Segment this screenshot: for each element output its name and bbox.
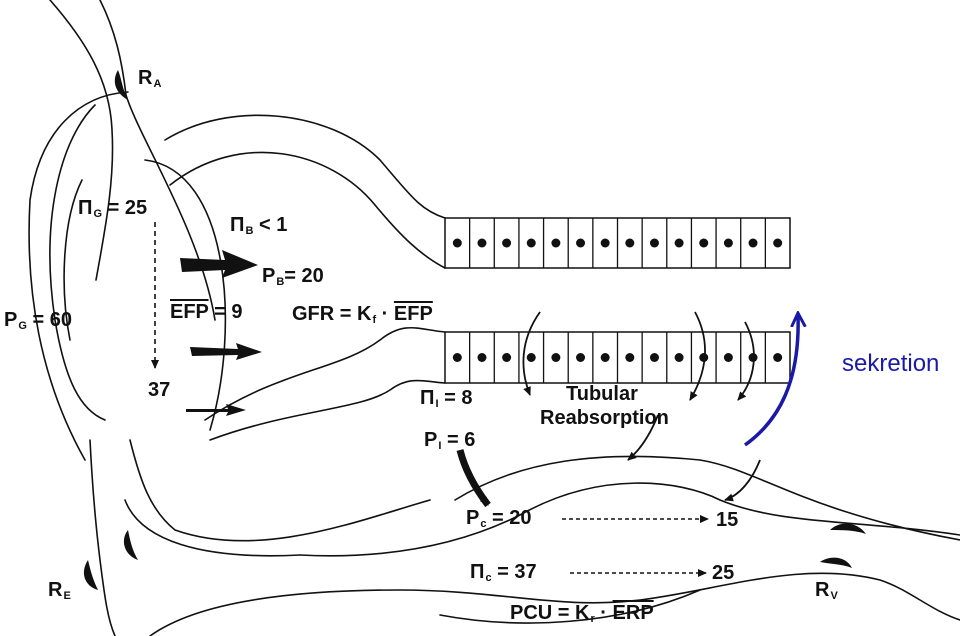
label-pi-c-end: 25 [712,562,735,584]
tubule-bottom-inner [204,326,446,421]
cell-nucleus [674,238,684,248]
cell-nucleus [526,238,536,248]
tubule-bottom-outer [209,379,446,441]
reabsorption-arrow-2 [689,311,706,401]
label-gfr: GFR = Kf · EFP [292,303,433,326]
rv-blob-1 [830,523,866,534]
re-blob-1 [123,530,138,560]
capsule-outer [28,91,129,461]
tubule-top-inner [169,151,446,269]
cell-nucleus [452,238,462,248]
capillary-mid [299,482,960,557]
reabsorption-arrow-5 [724,459,761,502]
efferent-inner [124,499,301,557]
cell-nucleus [600,238,610,248]
label-pi-g: ΠG = 25 [78,197,148,220]
cell-nucleus [699,353,709,362]
cell-nucleus [600,353,610,362]
label-reabsorption: Reabsorption [540,407,669,429]
tubule-cells-top [444,217,791,269]
cell-nucleus [477,353,487,362]
cell-nucleus [649,238,659,248]
label-efp: EFP = 9 [170,301,243,323]
label-tubular: Tubular [566,383,638,405]
cell-nucleus [748,238,758,248]
cell-nucleus [502,353,512,362]
label-ra: RA [138,67,162,90]
capillary-top [454,455,960,541]
pi-thick-arrow [456,449,491,508]
cell-nucleus [576,353,586,362]
ra-blob [114,70,128,100]
cell-nucleus [526,353,536,362]
cell-nucleus [649,353,659,362]
cell-nucleus [452,353,462,362]
re-blob-2 [83,560,98,590]
efferent-wall-right [129,439,431,542]
cell-nucleus [625,353,635,362]
glomerulus-loop-mid [63,179,83,341]
cell-nucleus [477,238,487,248]
afferent-wall-right [99,0,216,321]
rv-blob-2 [820,557,852,568]
cell-nucleus [502,238,512,248]
label-sekretion: sekretion [842,350,940,377]
cell-nucleus [674,353,684,362]
capillary-bottom [149,572,960,636]
label-pcu: PCU = Kr · ERP [510,602,654,625]
cell-nucleus [551,238,561,248]
cell-nucleus [773,238,783,248]
cell-nucleus [699,238,709,248]
cell-nucleus [551,353,561,362]
reabsorption-arrow-3 [737,321,755,401]
cell-nucleus [576,238,586,248]
label-p-b: PB= 20 [262,265,324,288]
label-re: RE [48,579,71,602]
label-p-c-end: 15 [716,509,739,531]
secretion-arrow [743,315,798,447]
reabsorption-arrow-1 [522,311,541,396]
cell-nucleus [723,353,733,362]
reabsorption-arrow-4 [627,414,659,461]
label-pi-b: ΠB < 1 [230,214,288,237]
tubule-cells-bottom [444,331,791,384]
label-pi-i: ΠI = 8 [420,387,473,410]
label-pi-c: Πc = 37 [470,561,537,584]
label-rv: RV [815,579,838,602]
cell-nucleus [625,238,635,248]
filtration-arrows [180,250,262,416]
filtration-arrow-small [186,404,246,416]
filtration-arrow-mid [190,343,262,360]
afferent-wall-left [49,0,114,281]
label-37: 37 [148,379,171,401]
capillary-lower [439,589,701,624]
tubule-top-outer [164,114,446,219]
glomerulus-loop-left [49,104,106,421]
label-p-i: PI = 6 [424,429,476,452]
efferent-wall-left [89,439,116,636]
filtration-arrow-big [180,250,258,278]
label-p-g: PG = 60 [4,309,72,332]
cell-nucleus [723,238,733,248]
cell-nucleus [773,353,783,362]
label-p-c: Pc = 20 [466,507,532,530]
